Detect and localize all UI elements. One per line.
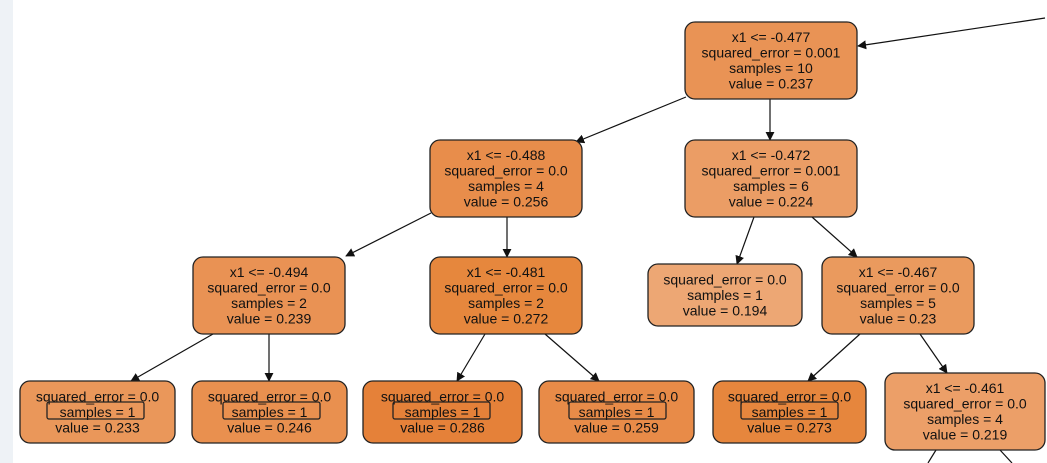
node-box (884, 372, 1046, 451)
node-line-2: squared_error = 0.001 (702, 45, 841, 61)
highlight-box (222, 401, 321, 420)
node-line-3: samples = 6 (733, 178, 809, 194)
node-line-3: samples = 10 (729, 60, 813, 76)
node-line-1: squared_error = 0.0 (208, 388, 332, 404)
edge-n6-n12 (919, 333, 948, 374)
node-line-3: value = 0.246 (227, 419, 312, 435)
node-line-2: samples = 1 (579, 404, 655, 420)
node-line-1: x1 <= -0.472 (732, 147, 811, 163)
node-line-2: samples = 1 (687, 287, 763, 303)
node-box (538, 380, 695, 444)
highlight-box (392, 401, 491, 420)
node-box (429, 139, 583, 218)
node-line-3: samples = 2 (468, 295, 544, 311)
edge-incoming-to-n0 (857, 17, 1046, 50)
highlight-box (740, 401, 839, 420)
node-line-3: value = 0.233 (55, 419, 140, 435)
node-box (684, 139, 858, 218)
edge-n3-n7 (130, 333, 214, 382)
highlight-box (46, 401, 145, 420)
node-line-2: squared_error = 0.0 (444, 163, 568, 179)
node-box (191, 380, 348, 444)
edges-layer (130, 17, 1046, 463)
node-line-3: value = 0.286 (400, 419, 485, 435)
node-line-4: value = 0.256 (464, 194, 549, 210)
node-line-2: samples = 1 (405, 404, 481, 420)
node-line-1: x1 <= -0.467 (859, 264, 938, 280)
node-line-1: squared_error = 0.0 (381, 388, 505, 404)
node-box (429, 256, 583, 335)
node-line-4: value = 0.224 (729, 194, 814, 210)
node-line-4: value = 0.272 (464, 311, 549, 327)
node-line-1: x1 <= -0.461 (926, 380, 1005, 396)
edge-n12-child-2 (999, 449, 1013, 463)
node-line-4: value = 0.239 (227, 311, 312, 327)
edge-n1-n3 (345, 212, 432, 257)
node-line-4: value = 0.219 (923, 427, 1008, 443)
edge-n12-child-1 (927, 449, 937, 463)
node-line-1: squared_error = 0.0 (728, 388, 852, 404)
node-line-2: samples = 1 (752, 404, 828, 420)
node-line-2: squared_error = 0.0 (903, 396, 1027, 412)
node-line-1: x1 <= -0.494 (230, 264, 309, 280)
node-line-2: squared_error = 0.0 (444, 280, 568, 296)
node-line-3: samples = 4 (927, 411, 1003, 427)
node-box (19, 380, 176, 444)
edge-n2-n6 (811, 216, 858, 258)
node-line-1: squared_error = 0.0 (36, 388, 160, 404)
node-line-1: squared_error = 0.0 (663, 271, 787, 287)
node-line-4: value = 0.23 (860, 311, 937, 327)
node-box (362, 380, 523, 444)
node-line-1: squared_error = 0.0 (555, 388, 679, 404)
node-line-2: squared_error = 0.0 (207, 280, 331, 296)
node-box (712, 380, 867, 444)
edge-n0-n1 (575, 96, 687, 144)
node-line-3: samples = 5 (860, 295, 936, 311)
edge-n4-n10 (544, 333, 600, 382)
edge-n6-n11 (807, 333, 861, 382)
node-line-3: value = 0.259 (574, 419, 659, 435)
node-line-4: value = 0.237 (729, 76, 814, 92)
node-box (821, 256, 975, 335)
node-box (684, 21, 858, 100)
node-line-3: value = 0.273 (747, 419, 832, 435)
node-line-3: samples = 4 (468, 178, 544, 194)
edge-n4-n9 (456, 333, 486, 382)
left-panel-strip (0, 0, 13, 463)
node-line-1: x1 <= -0.488 (467, 147, 546, 163)
node-line-1: x1 <= -0.481 (467, 264, 546, 280)
node-line-2: squared_error = 0.001 (702, 163, 841, 179)
node-line-1: x1 <= -0.477 (732, 29, 811, 45)
node-line-3: value = 0.194 (683, 302, 768, 318)
highlight-box (568, 401, 667, 420)
node-line-2: samples = 1 (232, 404, 308, 420)
node-line-3: samples = 2 (231, 295, 307, 311)
node-box (647, 263, 803, 327)
edge-n2-n5 (735, 216, 755, 265)
node-line-2: squared_error = 0.0 (836, 280, 960, 296)
node-box (192, 256, 346, 335)
node-line-2: samples = 1 (60, 404, 136, 420)
